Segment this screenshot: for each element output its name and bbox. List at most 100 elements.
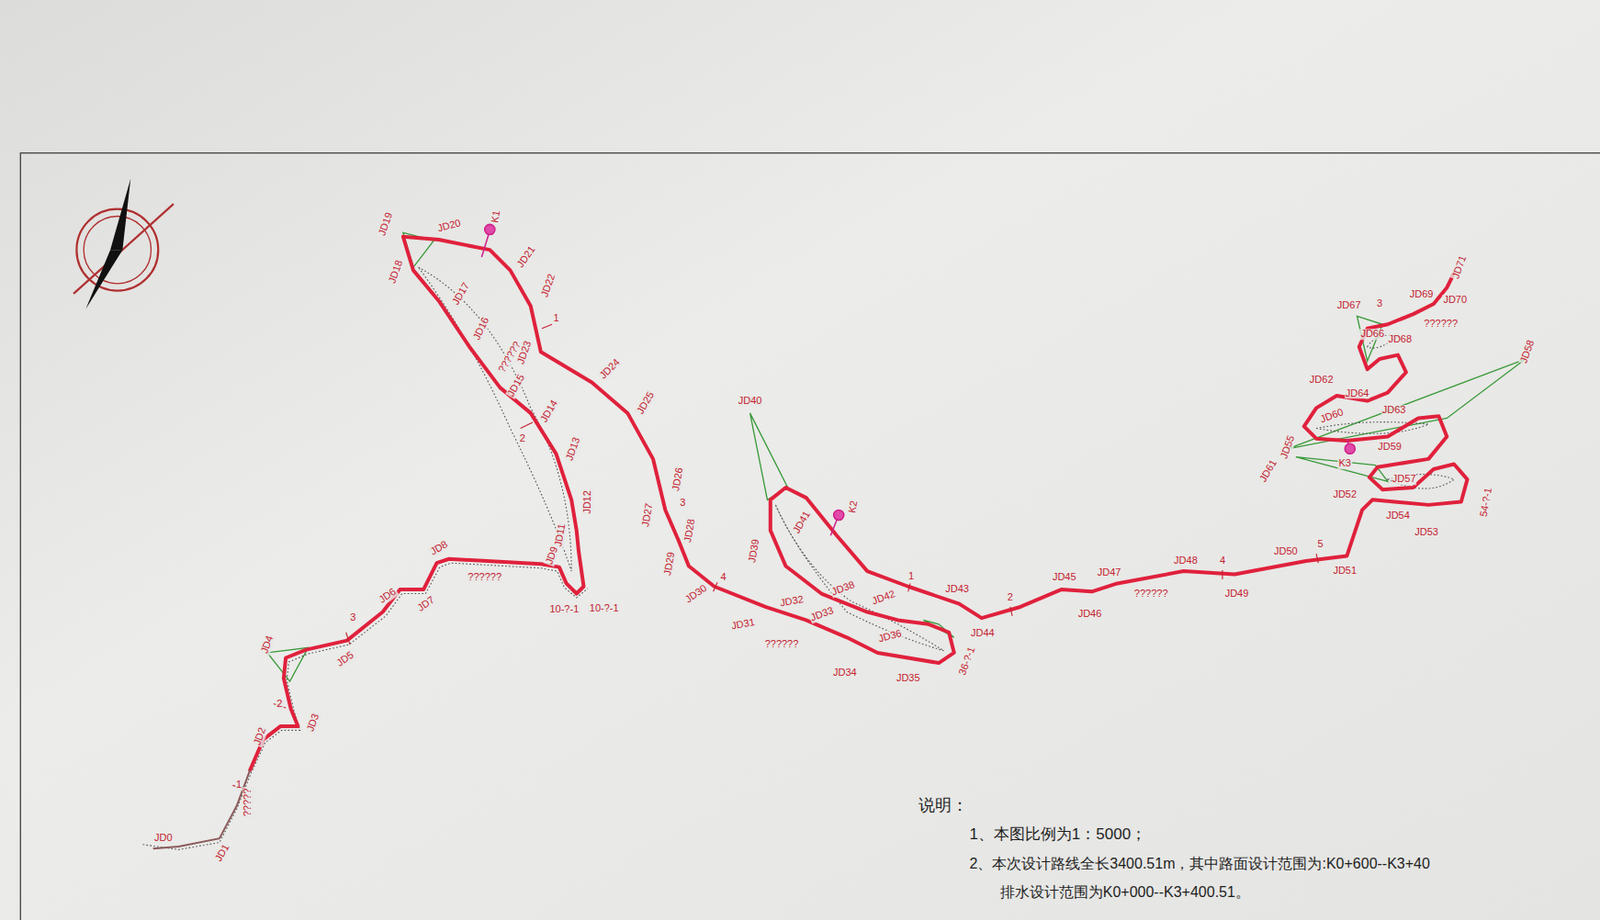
map-label: ?????? xyxy=(466,572,503,584)
map-label: 1 xyxy=(235,780,243,792)
map-label: 3 xyxy=(678,497,687,509)
map-label: JD24 xyxy=(597,356,623,383)
note-text: 说明： xyxy=(918,796,969,817)
map-label: JD3 xyxy=(304,710,322,733)
map-label: 10-?-1 xyxy=(588,603,620,615)
map-label: JD22 xyxy=(538,271,557,300)
map-label: 2 xyxy=(518,433,527,445)
map-label: JD6 xyxy=(376,585,399,607)
map-label: 4 xyxy=(1218,555,1227,567)
map-label: JD18 xyxy=(386,258,406,286)
map-label: JD32 xyxy=(777,594,805,609)
map-label: JD36 xyxy=(876,628,904,645)
map-label: K1 xyxy=(489,208,503,225)
map-label: JD51 xyxy=(1331,565,1358,577)
map-label: JD64 xyxy=(1344,388,1371,400)
control-points xyxy=(481,224,1355,536)
map-label: JD8 xyxy=(427,538,450,558)
map-label: JD14 xyxy=(538,397,561,426)
map-label: JD70 xyxy=(1442,294,1468,306)
map-label: JD49 xyxy=(1224,588,1251,600)
map-label: JD13 xyxy=(563,435,583,463)
map-label: JD21 xyxy=(515,243,539,271)
map-label: JD43 xyxy=(944,584,970,596)
map-label: JD11 xyxy=(552,522,568,549)
map-label: JD2 xyxy=(251,725,269,748)
map-label: JD47 xyxy=(1096,568,1123,580)
map-label: JD25 xyxy=(634,389,657,417)
map-label: JD19 xyxy=(376,210,395,238)
map-label: JD7 xyxy=(415,594,438,615)
map-label: 36-?-1 xyxy=(957,644,978,678)
map-label: 54-?-1 xyxy=(1477,485,1494,519)
map-label: 2 xyxy=(275,698,283,710)
map-label: JD17 xyxy=(450,280,473,308)
map-label: JD63 xyxy=(1381,405,1408,417)
design-route xyxy=(249,236,1467,771)
map-label: ?????? xyxy=(1422,319,1459,331)
map-label: JD66 xyxy=(1359,329,1386,341)
map-label: JD44 xyxy=(969,628,996,640)
map-label: JD59 xyxy=(1376,441,1403,453)
map-label: JD60 xyxy=(1318,406,1346,426)
map-label: JD26 xyxy=(670,466,686,494)
map-label: JD35 xyxy=(895,673,922,685)
map-label: JD57 xyxy=(1391,473,1418,485)
map-label: JD16 xyxy=(471,315,492,343)
map-label: JD39 xyxy=(746,537,762,564)
map-label: K3 xyxy=(1338,459,1353,471)
map-label: JD20 xyxy=(435,216,463,234)
map-label: K2 xyxy=(846,499,860,516)
map-label: ?????? xyxy=(764,639,800,651)
map-label: JD67 xyxy=(1336,301,1363,313)
map-label: JD27 xyxy=(640,501,655,529)
map-label: JD71 xyxy=(1450,253,1469,282)
map-label: JD15 xyxy=(505,371,528,400)
map-label: JD48 xyxy=(1172,555,1199,567)
map-label: ?????? xyxy=(1133,588,1170,600)
map-label: JD4 xyxy=(259,633,276,656)
map-label: JD69 xyxy=(1408,289,1435,301)
map-label: JD41 xyxy=(790,508,813,537)
map-label: 10-?-1 xyxy=(548,605,580,617)
map-label: JD33 xyxy=(808,605,836,624)
note-text: 排水设计范围为K0+000--K3+400.51。 xyxy=(1000,883,1251,902)
map-label: JD9 xyxy=(543,544,561,567)
existing-road xyxy=(143,267,1454,850)
map-label: 1 xyxy=(907,571,915,583)
map-label: JD50 xyxy=(1273,546,1299,558)
map-label: JD55 xyxy=(1278,433,1297,462)
map-label: JD40 xyxy=(737,395,764,407)
map-label: JD58 xyxy=(1518,338,1537,366)
north-arrow xyxy=(73,178,174,309)
map-label: 4 xyxy=(720,572,728,584)
map-label: JD31 xyxy=(729,617,756,632)
map-label: JD38 xyxy=(829,579,857,598)
map-label: JD52 xyxy=(1331,489,1358,501)
note-text: 2、本次设计路线全长3400.51m，其中路面设计范围为:K0+600--K3+… xyxy=(969,855,1430,873)
map-label: JD1 xyxy=(213,842,233,865)
map-label: JD45 xyxy=(1051,572,1078,584)
map-label: 3 xyxy=(1375,298,1384,310)
tangent-lines xyxy=(267,232,1526,682)
map-label: JD54 xyxy=(1385,510,1411,522)
map-label: JD46 xyxy=(1077,608,1104,620)
map-label: JD62 xyxy=(1308,375,1335,387)
station-ticks xyxy=(232,324,1319,790)
map-label: JD68 xyxy=(1386,334,1413,346)
map-label: 3 xyxy=(349,612,357,624)
map-label: JD12 xyxy=(582,489,594,516)
map-label: JD28 xyxy=(682,517,698,544)
map-label: JD34 xyxy=(832,667,858,679)
map-label: JD5 xyxy=(333,649,356,670)
route-start xyxy=(153,770,251,850)
map-label: JD42 xyxy=(869,588,898,608)
map-label: JD61 xyxy=(1257,457,1280,485)
map-label: ????? xyxy=(242,788,254,819)
map-label: JD30 xyxy=(682,582,710,606)
map-label: 5 xyxy=(1317,539,1325,551)
note-text: 1、本图比例为1：5000； xyxy=(969,825,1147,845)
map-label: JD53 xyxy=(1413,527,1440,539)
map-label: JD0 xyxy=(153,833,174,845)
